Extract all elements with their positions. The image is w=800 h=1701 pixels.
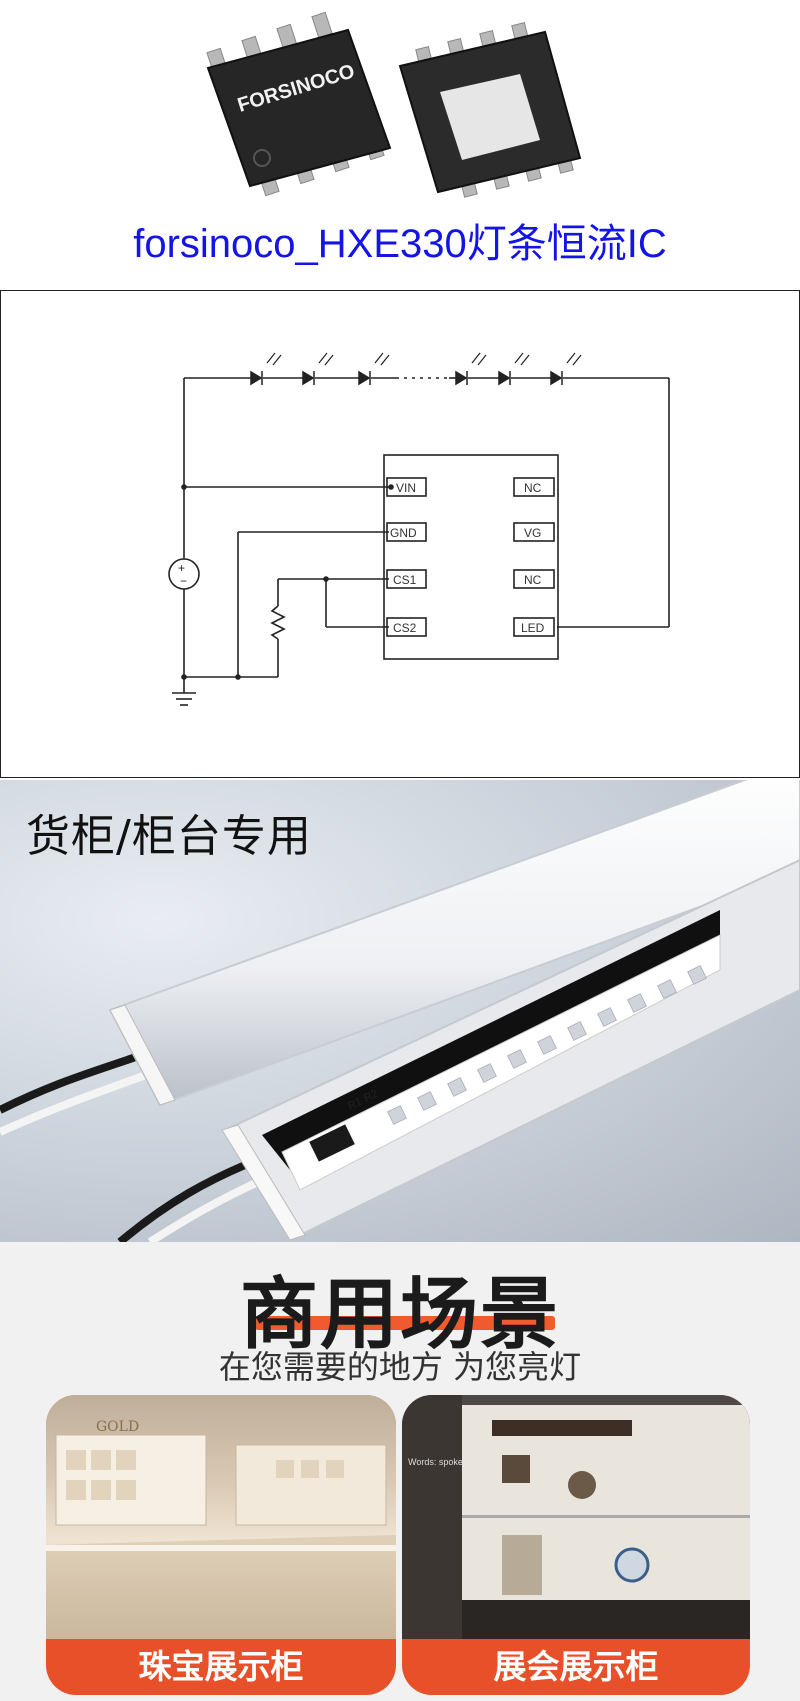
photo-gold-sign: GOLD: [96, 1419, 139, 1435]
svg-text:−: −: [180, 574, 187, 588]
pin-cs1: CS1: [393, 573, 417, 587]
scenes-subtitle: 在您需要的地方 为您亮灯: [218, 1348, 582, 1386]
exhibition-card: Words: spoken and written 展会展示柜: [402, 1395, 750, 1695]
chip-back: [398, 30, 582, 194]
exhibition-photo: Words: spoken and written: [402, 1395, 750, 1639]
pin-led: LED: [521, 621, 545, 635]
pin-gnd: GND: [390, 526, 417, 540]
schematic-section: + − VIN GND CS1 CS2 NC VG NC LED: [0, 290, 800, 778]
bar-caption: 货柜/柜台专用: [26, 811, 312, 862]
product-title: forsinoco_HXE330灯条恒流IC: [133, 222, 667, 266]
svg-text:+: +: [178, 561, 185, 575]
jewelry-card: GOLD 珠宝展示柜: [46, 1395, 396, 1695]
product-section: FORSINOCO forsinoco_HXE330灯条恒流IC: [0, 0, 800, 288]
led-bar-illustration: R1 R2: [0, 780, 800, 1242]
jewelry-card-label: 珠宝展示柜: [138, 1647, 304, 1686]
pin-vin: VIN: [396, 481, 416, 495]
circuit-diagram: + − VIN GND CS1 CS2 NC VG NC LED: [168, 352, 670, 706]
pin-vg: VG: [524, 526, 541, 540]
pin-nc-1: NC: [524, 481, 542, 495]
scenes-title: 商用场景: [239, 1270, 560, 1360]
title-underline: [255, 1316, 555, 1330]
pin-nc-2: NC: [524, 573, 542, 587]
led-bar-photo: R1 R2: [0, 780, 800, 1242]
pcb-marking-r2: R2: [362, 1088, 380, 1105]
exhibition-card-label: 展会展示柜: [493, 1647, 659, 1686]
pin-cs2: CS2: [393, 621, 417, 635]
chip-front: FORSINOCO: [206, 28, 392, 188]
pcb-marking-r1: R1: [346, 1096, 364, 1113]
chip-photo: FORSINOCO: [206, 11, 582, 198]
jewelry-photo: GOLD: [46, 1395, 396, 1639]
photo-exhibit-sign: Words: spoken and written: [408, 1457, 514, 1467]
